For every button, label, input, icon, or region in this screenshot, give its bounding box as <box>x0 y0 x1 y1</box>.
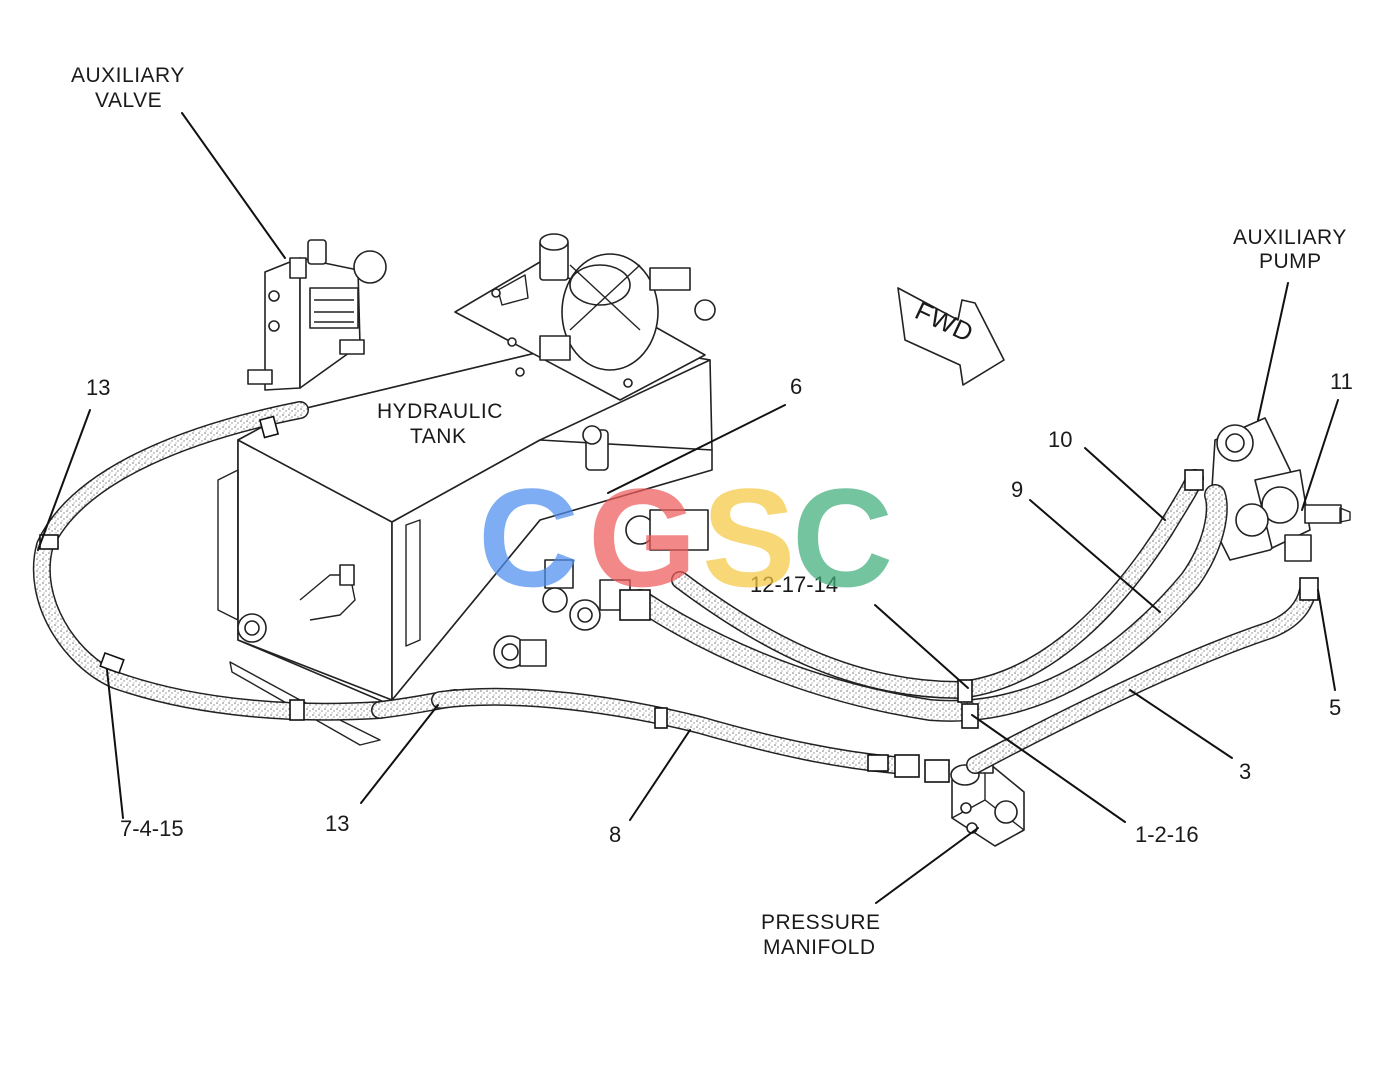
hose-3 <box>966 581 1317 774</box>
leader-lines <box>37 112 1339 904</box>
auxiliary-valve <box>247 239 387 391</box>
callout-3: 3 <box>1239 759 1251 784</box>
watermark-letter-c2: C <box>792 459 893 616</box>
callout-11: 11 <box>1330 369 1353 394</box>
watermark-letter-c1: C <box>478 459 579 616</box>
callout-9: 9 <box>1011 477 1023 502</box>
cgsc-watermark: C G S C <box>478 459 893 616</box>
pressure-manifold <box>950 756 1025 847</box>
callout-8: 8 <box>609 822 621 847</box>
callout-5: 5 <box>1329 695 1341 720</box>
tank-label-line1: HYDRAULIC <box>377 400 503 423</box>
tank-label-line2: TANK <box>410 425 466 448</box>
auxiliary-pump-label-line1: AUXILIARY <box>1233 226 1347 249</box>
callout-6: 6 <box>790 374 802 399</box>
callout-12-17-14: 12-17-14 <box>750 572 838 597</box>
hose-clamps <box>39 415 1319 783</box>
auxiliary-valve-label-line1: AUXILIARY <box>71 64 185 87</box>
hose-9 <box>629 484 1228 722</box>
hydraulic-tank: HYDRAULIC TANK <box>217 233 716 746</box>
auxiliary-pump-label-line2: PUMP <box>1259 250 1322 273</box>
pressure-manifold-label-line2: MANIFOLD <box>763 936 876 959</box>
part-callouts: 13 13 6 10 9 11 12-17-14 5 3 1-2-16 8 7-… <box>86 369 1353 847</box>
callout-13-left: 13 <box>86 375 110 400</box>
auxiliary-valve-label-line2: VALVE <box>95 89 162 112</box>
hose-8 <box>431 687 904 774</box>
watermark-letter-g: G <box>588 459 697 616</box>
auxiliary-pump <box>1209 417 1351 562</box>
component-labels: AUXILIARY VALVE AUXILIARY PUMP PRESSURE … <box>71 64 1347 959</box>
forward-direction-arrow: FWD <box>897 287 1005 386</box>
callout-10: 10 <box>1048 427 1072 452</box>
callout-13-bottom: 13 <box>325 811 349 836</box>
watermark-letter-s: S <box>702 459 795 616</box>
hose-10 <box>671 469 1204 699</box>
callout-7-4-15: 7-4-15 <box>120 816 184 841</box>
callout-1-2-16: 1-2-16 <box>1135 822 1199 847</box>
pressure-manifold-label-line1: PRESSURE <box>761 911 881 934</box>
